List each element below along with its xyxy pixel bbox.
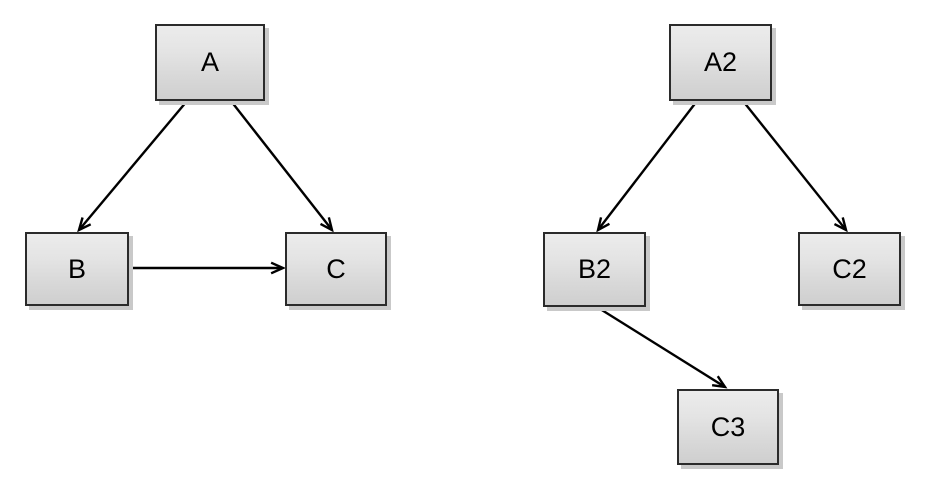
node-label: C <box>326 253 346 284</box>
edge-a2-to-c2 <box>742 100 848 233</box>
node-c2[interactable]: C2 <box>798 232 901 306</box>
node-label: B2 <box>577 254 612 284</box>
edge-shaft <box>596 305 724 387</box>
arrowhead-icon <box>319 217 334 233</box>
edge-shaft <box>230 100 332 230</box>
arrowhead-icon <box>596 217 611 233</box>
node-c3[interactable]: C3 <box>677 389 779 465</box>
arrowhead-icon <box>77 217 92 233</box>
node-label: A <box>200 47 219 77</box>
node-label: A2 <box>703 47 738 77</box>
edge-shaft <box>742 100 846 230</box>
edge-shaft <box>79 100 188 230</box>
arrowhead-icon <box>711 375 728 389</box>
node-a[interactable]: A <box>155 24 265 101</box>
edge-b-to-c <box>131 261 286 275</box>
edge-a-to-c <box>230 100 334 233</box>
node-label: C3 <box>710 411 746 442</box>
arrowhead-icon <box>833 217 848 233</box>
arrowhead-icon <box>270 261 286 275</box>
edge-a-to-b <box>77 100 188 233</box>
node-label: B <box>67 253 86 284</box>
edge-shaft <box>598 100 698 230</box>
node-a2[interactable]: A2 <box>669 24 772 101</box>
node-b[interactable]: B <box>25 232 129 306</box>
edge-b2-to-c3 <box>596 305 728 389</box>
node-label: C2 <box>832 253 867 284</box>
node-b2[interactable]: B2 <box>543 232 646 307</box>
node-c[interactable]: C <box>285 232 387 306</box>
edge-a2-to-b2 <box>596 100 698 233</box>
